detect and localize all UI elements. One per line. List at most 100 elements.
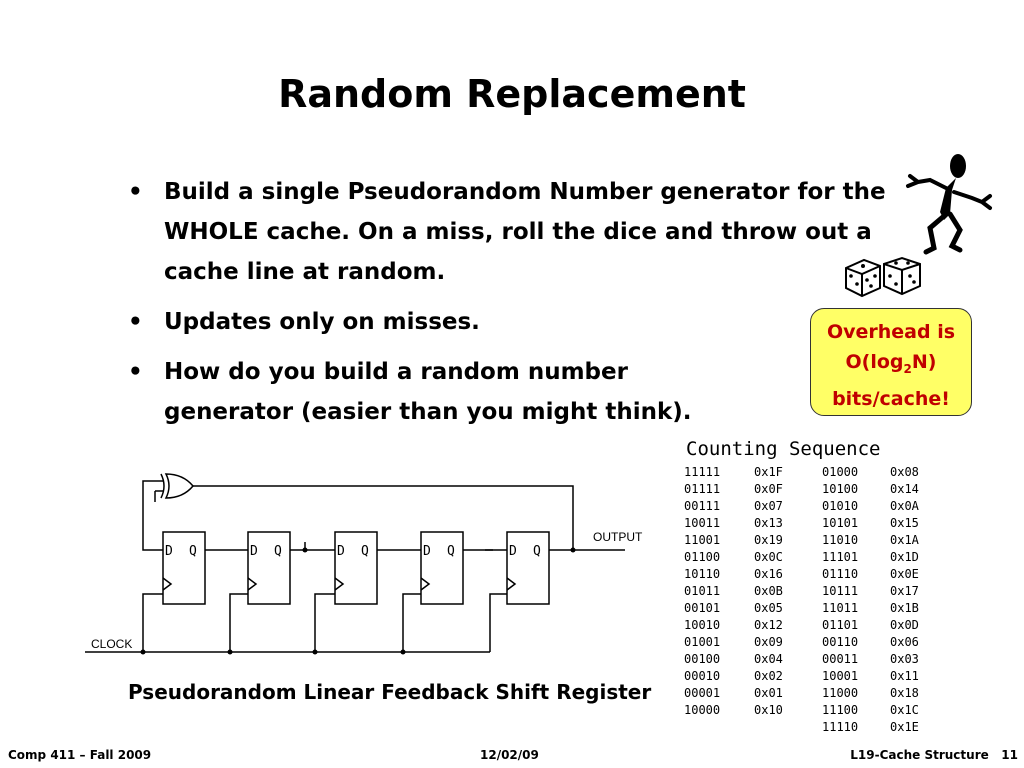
sequence-cell: 01100 bbox=[684, 550, 721, 564]
dice-icon bbox=[845, 256, 921, 298]
footer-date: 12/02/09 bbox=[480, 748, 539, 762]
bullet-item: •Build a single Pseudorandom Number gene… bbox=[128, 172, 894, 292]
stick-figure-icon bbox=[906, 154, 992, 255]
ff-d-label: D bbox=[250, 544, 258, 559]
sequence-cell: 0x13 bbox=[754, 516, 783, 530]
sequence-cell: 11011 bbox=[822, 601, 859, 615]
sequence-row: 01100 0x0C 11101 0x1D bbox=[684, 549, 940, 566]
bullet-item: • How do you build a random number genera… bbox=[128, 352, 724, 432]
sequence-title: Counting Sequence bbox=[686, 438, 881, 460]
sequence-cell: 0x12 bbox=[754, 618, 783, 632]
bullet-dot: • bbox=[128, 309, 143, 335]
ff-d-label: D bbox=[165, 544, 173, 559]
sequence-cell: 10110 bbox=[684, 567, 721, 581]
sequence-cell: 0x07 bbox=[754, 499, 783, 513]
sequence-cell: 0x19 bbox=[754, 533, 783, 547]
sequence-cell: 0x0C bbox=[754, 550, 783, 564]
sequence-cell: 0x09 bbox=[754, 635, 783, 649]
sequence-cell: 00111 bbox=[684, 499, 721, 513]
sequence-cell: 01011 bbox=[684, 584, 721, 598]
slide-title: Random Replacement bbox=[278, 72, 746, 116]
sequence-cell: 01111 bbox=[684, 482, 721, 496]
sequence-row: 00101 0x05 11011 0x1B bbox=[684, 600, 940, 617]
sequence-cell: 0x17 bbox=[890, 584, 919, 598]
sequence-cell: 10000 bbox=[684, 703, 721, 717]
sequence-row: 10010 0x12 01101 0x0D bbox=[684, 617, 940, 634]
callout-line: Overhead is bbox=[826, 321, 956, 343]
sequence-cell: 0x14 bbox=[890, 482, 919, 496]
lfsr-diagram: D Q D Q D Q D Q D Q OUTPUT CLOCK bbox=[85, 473, 643, 655]
sequence-cell: 0x1E bbox=[890, 720, 919, 734]
footer-slide-info: L19-Cache Structure 11 bbox=[850, 748, 1018, 762]
sequence-cell: 10100 bbox=[822, 482, 859, 496]
sequence-cell: 0x04 bbox=[754, 652, 783, 666]
sequence-cell: 0x1F bbox=[754, 465, 783, 479]
sequence-cell: 01001 bbox=[684, 635, 721, 649]
sequence-cell: 01000 bbox=[822, 465, 859, 479]
callout-line: bits/cache! bbox=[832, 387, 950, 410]
sequence-cell: 0x0D bbox=[890, 618, 919, 632]
sequence-cell: 0x01 bbox=[754, 686, 783, 700]
sequence-cell: 0x16 bbox=[754, 567, 783, 581]
sequence-cell: 0x05 bbox=[754, 601, 783, 615]
ff-d-label: D bbox=[423, 544, 431, 559]
sequence-cell: 10010 bbox=[684, 618, 721, 632]
sequence-cell: 0x18 bbox=[890, 686, 919, 700]
sequence-cell: 10101 bbox=[822, 516, 859, 530]
sequence-row: 01011 0x0B 10111 0x17 bbox=[684, 583, 940, 600]
ff-d-label: D bbox=[509, 544, 517, 559]
sequence-cell: 0x10 bbox=[754, 703, 783, 717]
sequence-cell: 11101 bbox=[822, 550, 859, 564]
sequence-cell: 00100 bbox=[684, 652, 721, 666]
sequence-cell: 0x1D bbox=[890, 550, 919, 564]
sequence-cell: 0x03 bbox=[890, 652, 919, 666]
sequence-cell: 11000 bbox=[822, 686, 859, 700]
output-label: OUTPUT bbox=[593, 530, 643, 544]
ff-q-label: Q bbox=[361, 544, 369, 559]
sequence-cell: 01010 bbox=[822, 499, 859, 513]
sequence-cell: 0x08 bbox=[890, 465, 919, 479]
sequence-cell: 11111 bbox=[684, 465, 721, 479]
sequence-cell: 00001 bbox=[684, 686, 721, 700]
sequence-cell: 00110 bbox=[822, 635, 859, 649]
ff-d-label: D bbox=[337, 544, 345, 559]
clock-label: CLOCK bbox=[91, 637, 132, 651]
bullet-text: Updates only on misses. bbox=[164, 309, 480, 335]
diagram-caption: Pseudorandom Linear Feedback Shift Regis… bbox=[128, 680, 652, 704]
ff-q-label: Q bbox=[447, 544, 455, 559]
ff-q-label: Q bbox=[274, 544, 282, 559]
overhead-callout: Overhead is O(log2N) bits/cache! bbox=[810, 308, 972, 416]
sequence-cell: 11100 bbox=[822, 703, 859, 717]
bullet-dot: • bbox=[128, 359, 143, 385]
callout-formula: O(log2N) bbox=[845, 351, 937, 376]
sequence-cell: 10111 bbox=[822, 584, 859, 598]
sequence-row: 11111 0x1F 01000 0x08 bbox=[684, 464, 940, 481]
sequence-cell: 01110 bbox=[822, 567, 859, 581]
sequence-row: 11110 0x1E bbox=[684, 719, 940, 736]
ff-q-label: Q bbox=[533, 544, 541, 559]
sequence-row: 00001 0x01 11000 0x18 bbox=[684, 685, 940, 702]
sequence-cell: 11110 bbox=[822, 720, 859, 734]
bullet-list: • Build a single Pseudorandom Number gene… bbox=[128, 172, 888, 442]
bullet-text: Build a single Pseudorandom Number gener… bbox=[164, 179, 886, 285]
sequence-cell: 0x1B bbox=[890, 601, 919, 615]
sequence-cell: 0x06 bbox=[890, 635, 919, 649]
sequence-cell: 0x0B bbox=[754, 584, 783, 598]
sequence-cell: 00101 bbox=[684, 601, 721, 615]
sequence-cell: 01101 bbox=[822, 618, 859, 632]
sequence-cell: 0x11 bbox=[890, 669, 919, 683]
bullet-item: • Updates only on misses. bbox=[128, 302, 888, 342]
sequence-cell: 11001 bbox=[684, 533, 721, 547]
sequence-cell: 10001 bbox=[822, 669, 859, 683]
bullet-text: How do you build a random number generat… bbox=[164, 359, 692, 425]
sequence-row: 01001 0x09 00110 0x06 bbox=[684, 634, 940, 651]
